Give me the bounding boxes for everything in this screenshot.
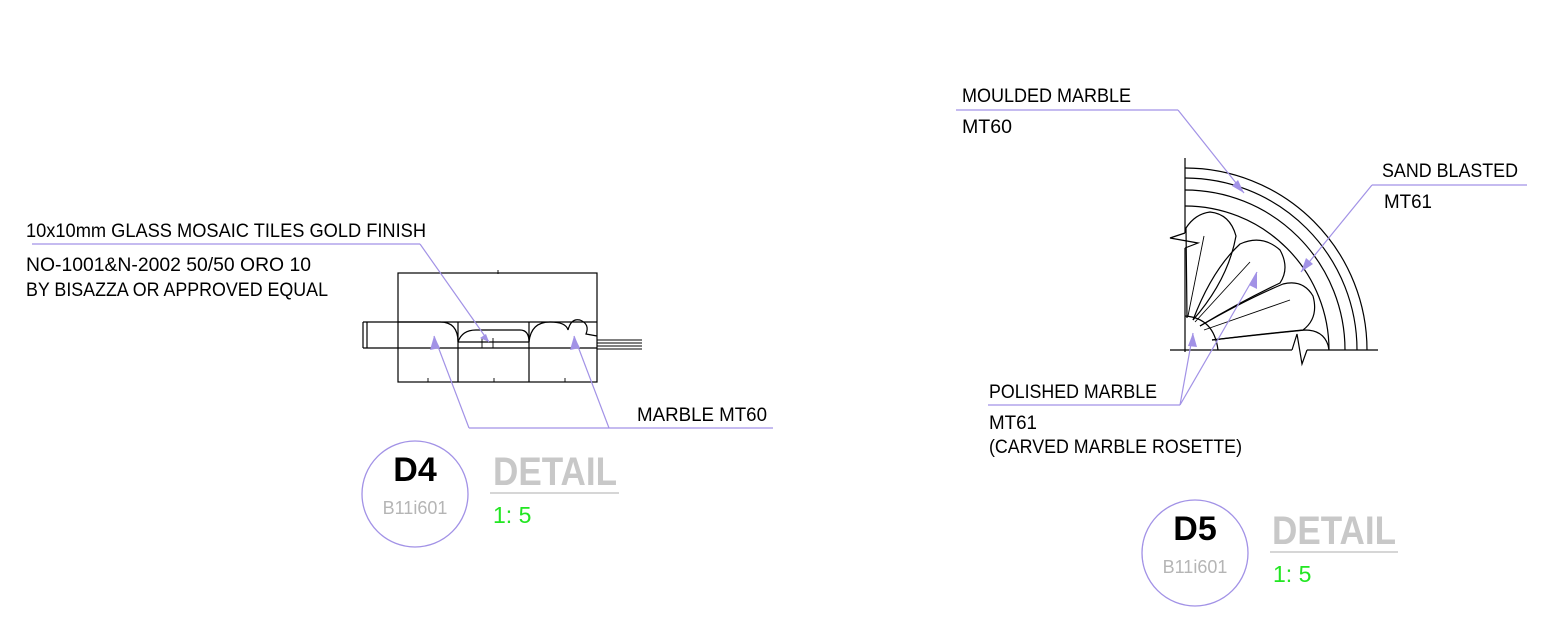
d5-polished-note-line1: POLISHED MARBLE	[989, 382, 1157, 403]
d5-tag-sheet: B11i601	[1163, 557, 1228, 577]
d4-leader-marble	[430, 335, 773, 429]
d5-leader-sand	[1300, 184, 1527, 273]
d5-sand-note-line2: MT61	[1384, 192, 1432, 213]
d5-tag-scale: 1: 5	[1273, 561, 1311, 587]
d4-tag-sheet: B11i601	[383, 498, 448, 518]
d5-detail-tag: D5 B11i601 DETAIL 1: 5	[1141, 499, 1398, 607]
d5-moulded-note-line1: MOULDED MARBLE	[962, 86, 1131, 107]
d5-tag-bubble	[1141, 499, 1249, 607]
d5-leader-moulded	[956, 109, 1245, 194]
d5-tag-number: D5	[1173, 510, 1216, 548]
d4-section-linework	[362, 270, 642, 383]
d4-mosaic-note-line3: BY BISAZZA OR APPROVED EQUAL	[26, 280, 328, 301]
d4-tag-title: DETAIL	[493, 450, 617, 494]
d4-tag-scale: 1: 5	[493, 502, 531, 528]
d4-marble-note: MARBLE MT60	[637, 405, 767, 426]
d5-sand-note-line1: SAND BLASTED	[1382, 161, 1518, 182]
d4-mosaic-note-line1: 10x10mm GLASS MOSAIC TILES GOLD FINISH	[26, 221, 426, 242]
d4-detail-tag: D4 B11i601 DETAIL 1: 5	[361, 440, 619, 548]
d5-polished-note-line3: (CARVED MARBLE ROSETTE)	[989, 437, 1242, 458]
d5-rosette-linework	[1169, 158, 1378, 367]
detail-d4: 10x10mm GLASS MOSAIC TILES GOLD FINISH N…	[26, 221, 773, 548]
d4-tag-number: D4	[393, 451, 437, 489]
d4-tag-bubble	[361, 440, 469, 548]
d5-polished-note-line2: MT61	[989, 413, 1037, 434]
d4-leader-mosaic	[32, 243, 490, 343]
d5-moulded-note-line2: MT60	[962, 117, 1012, 138]
d5-leader-polished	[988, 271, 1258, 406]
d5-tag-title: DETAIL	[1272, 509, 1396, 553]
d4-mosaic-note-line2: NO-1001&N-2002 50/50 ORO 10	[26, 255, 311, 276]
detail-d5: MOULDED MARBLE MT60 SAND BLASTED MT61 PO…	[956, 86, 1527, 607]
